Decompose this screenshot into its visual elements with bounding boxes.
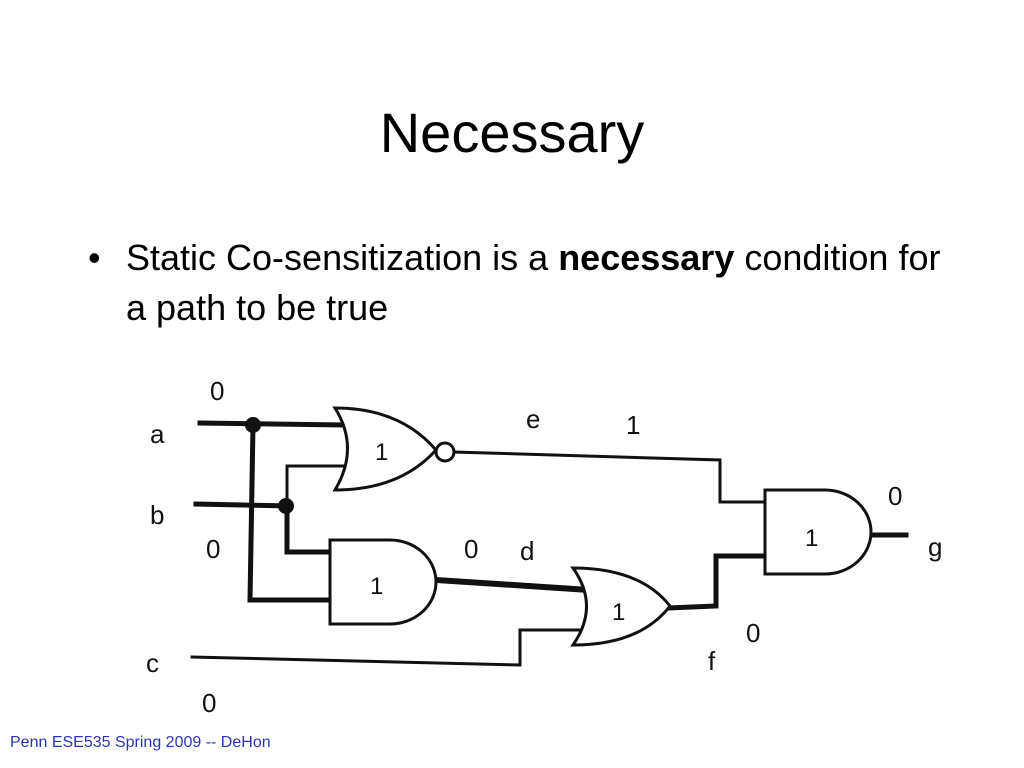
slide-title: Necessary [379,101,645,164]
circuit-wires [190,420,909,667]
wire-d [432,576,594,594]
wire-a-branch [247,422,333,603]
junction-b [278,498,294,514]
and-gate-1 [328,538,438,626]
signal-g-name: g [928,532,942,562]
bullet-text-bold: necessary [558,237,735,278]
signal-a-name: a [150,419,165,449]
and-gate-2-value: 1 [805,525,818,552]
signal-f-value: 0 [746,618,760,648]
wire-b [193,501,293,509]
signal-d-name: d [520,536,534,566]
signal-b-value: 0 [206,534,220,564]
wire-c [190,628,590,667]
signal-g-value: 0 [888,481,902,511]
bullet-text-before: Static Co-sensitization is a [126,237,559,278]
slide-footer: Penn ESE535 Spring 2009 -- DeHon [10,734,271,751]
wire-b-to-and1 [284,503,333,555]
nor-gate [332,406,456,492]
signal-d-value: 0 [464,534,478,564]
or-gate-value: 1 [612,599,625,626]
or-gate [570,566,672,647]
wire-e [452,450,772,504]
signal-e-name: e [526,404,540,434]
signal-c-name: c [146,648,159,678]
and-gate-2 [763,488,873,576]
wire-b-to-nor [285,464,352,508]
nor-inverter-bubble [434,441,456,463]
wire-f [665,553,771,611]
nor-gate-value: 1 [375,439,388,466]
bullet-text: Static Co-sensitization is a necessary c… [126,233,966,333]
and-gate-1-value: 1 [370,573,383,600]
wire-a [197,420,345,428]
signal-a-value: 0 [210,376,224,406]
bullet-marker: • [88,237,101,278]
signal-b-name: b [150,500,164,530]
signal-f-name: f [708,646,716,676]
signal-c-value: 0 [202,688,216,718]
junction-a [245,417,261,433]
signal-e-value: 1 [626,410,640,440]
bullet-text-after: condition for a path to be true [126,237,941,328]
